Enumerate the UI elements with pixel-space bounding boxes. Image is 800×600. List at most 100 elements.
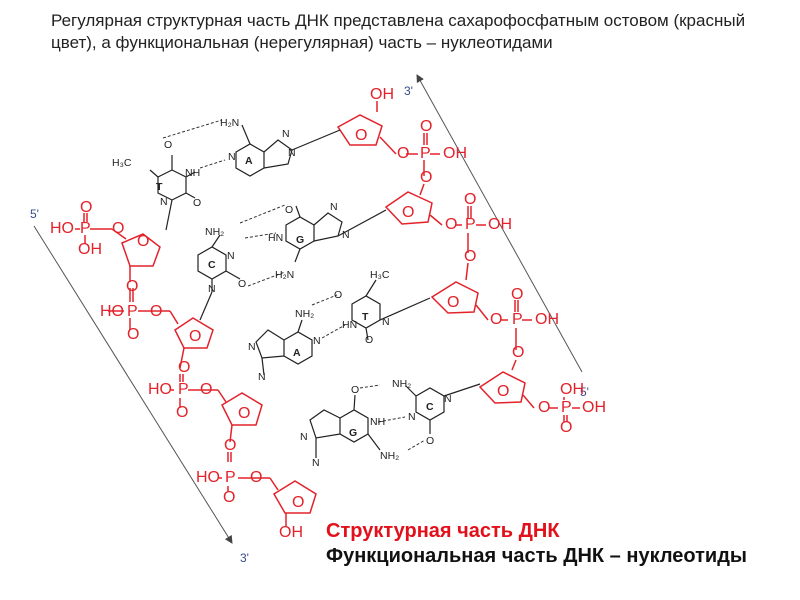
base-cytosine-1 [197,234,241,321]
svg-text:O: O [420,118,432,135]
base-letter-left-2: C [208,259,216,271]
svg-text:HN: HN [268,232,283,244]
svg-text:NH₂: NH₂ [295,308,314,320]
svg-text:OH: OH [582,399,606,416]
legend-functional-part: Функциональная часть ДНК – нуклеотиды [326,545,747,567]
svg-text:O: O [351,384,359,396]
svg-text:O: O [397,145,409,162]
nucleotide-bases: H₂N N N N H₃C NH O N O O N HN N H₂N NH₂ … [112,117,481,469]
svg-text:O: O [127,326,139,343]
svg-text:NH: NH [370,416,385,428]
base-cytosine-2 [405,383,481,434]
svg-text:N: N [330,201,338,213]
right-strand-direction-arrow [416,74,583,373]
svg-text:HO: HO [50,220,74,237]
svg-text:P: P [512,311,523,328]
svg-text:O: O [176,404,188,421]
svg-text:N: N [342,229,350,241]
svg-text:N: N [248,341,256,353]
svg-text:N: N [282,128,290,140]
strand-end-right-bottom: 5' [580,385,589,399]
svg-text:O: O [164,139,172,151]
svg-text:OH: OH [370,86,394,103]
svg-text:HO: HO [196,469,220,486]
svg-text:O: O [538,399,550,416]
svg-text:O: O [189,328,201,345]
base-thymine-1 [149,155,196,231]
svg-text:O: O [560,419,572,436]
svg-text:O: O [193,197,201,209]
svg-text:NH₂: NH₂ [380,450,399,462]
svg-text:H₂N: H₂N [220,117,239,129]
svg-text:O: O [464,191,476,208]
svg-text:N: N [288,147,296,159]
svg-text:H₃C: H₃C [112,157,132,169]
base-letter-left-1: T [156,181,163,193]
svg-text:O: O [238,405,250,422]
svg-text:N: N [258,371,266,383]
svg-text:O: O [112,220,124,237]
base-letter-left-4: G [349,427,357,439]
svg-text:N: N [300,431,308,443]
svg-text:O: O [464,248,476,265]
svg-text:N: N [160,196,168,208]
svg-text:O: O [512,344,524,361]
svg-text:P: P [178,381,189,398]
svg-text:N: N [312,457,320,469]
base-letter-right-4: C [426,401,434,413]
svg-text:O: O [365,334,373,346]
base-letter-right-3: T [362,311,369,323]
svg-text:O: O [355,127,367,144]
svg-text:N: N [313,335,321,347]
svg-text:NH: NH [185,167,200,179]
svg-text:O: O [178,359,190,376]
svg-text:O: O [497,383,509,400]
svg-text:OH: OH [443,145,467,162]
strand-end-right-top: 3' [404,84,413,98]
svg-text:O: O [150,303,162,320]
svg-text:N: N [382,316,390,328]
base-letter-left-3: A [293,347,301,359]
svg-text:P: P [561,399,572,416]
svg-text:H₂N: H₂N [275,269,294,281]
legend-structural-part: Структурная часть ДНК [326,520,560,542]
svg-text:O: O [334,289,342,301]
legend: Структурная часть ДНК Функциональная час… [326,518,796,568]
svg-text:O: O [285,204,293,216]
svg-text:H₃C: H₃C [370,269,390,281]
base-letter-right-1: A [245,155,253,167]
base-thymine-2 [351,279,431,341]
svg-text:N: N [444,393,452,405]
phosphate-group [75,213,127,244]
svg-text:HO: HO [100,303,124,320]
svg-text:O: O [250,469,262,486]
svg-text:O: O [224,437,236,454]
svg-text:O: O [490,311,502,328]
svg-text:OH: OH [279,524,303,541]
svg-text:NH₂: NH₂ [392,378,411,390]
svg-text:N: N [227,250,235,262]
strand-end-left-bottom: 3' [240,551,249,565]
svg-text:P: P [465,216,476,233]
svg-text:OH: OH [560,381,584,398]
svg-text:O: O [238,278,246,290]
svg-text:O: O [292,494,304,511]
svg-text:HO: HO [148,381,172,398]
svg-text:O: O [80,199,92,216]
svg-text:NH₂: NH₂ [205,226,224,238]
base-adenine-1 [235,124,341,177]
svg-text:OH: OH [78,241,102,258]
svg-text:O: O [420,169,432,186]
base-guanine-2 [309,394,381,458]
svg-text:P: P [127,303,138,320]
svg-text:O: O [137,233,149,250]
svg-text:P: P [420,145,431,162]
svg-text:O: O [223,489,235,506]
svg-text:P: P [225,469,236,486]
hydrogen-bonds [162,119,426,451]
left-strand-direction-arrow [33,225,233,544]
svg-text:OH: OH [535,311,559,328]
svg-text:O: O [200,381,212,398]
strand-end-left-top: 5' [30,207,39,221]
